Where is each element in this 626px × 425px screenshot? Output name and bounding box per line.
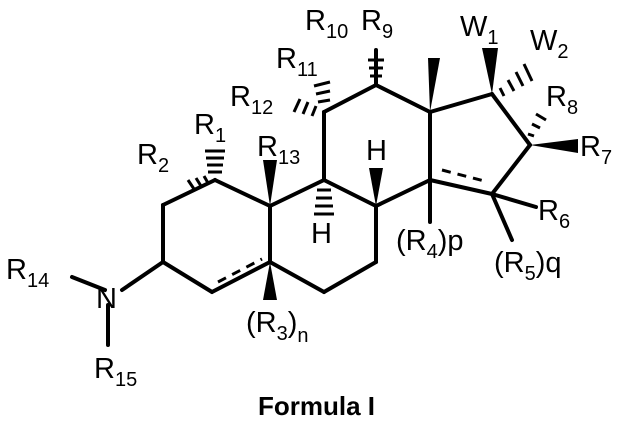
label-n: N [96,283,117,315]
substituent-bonds [72,50,536,345]
label-r2: R2 [137,139,169,177]
label-r8: R8 [546,81,578,119]
ring-a-bonds [163,180,270,292]
label-r9: R9 [361,5,393,43]
label-h-upper: H [366,135,387,167]
label-r11: R11 [276,43,318,81]
label-r14: R14 [6,254,49,292]
formula-caption: Formula I [258,391,375,421]
label-w2: W2 [530,25,569,63]
label-r13: R13 [257,131,300,169]
label-r6: R6 [538,195,570,233]
label-r10: R10 [305,5,348,43]
label-r15: R15 [94,353,137,391]
label-r7: R7 [580,131,612,169]
label-w1: W1 [460,11,499,49]
ring-d-bonds [430,94,530,194]
label-r5: (R5)q [494,247,562,285]
label-h-lower: H [311,218,332,250]
label-r1: R1 [194,109,226,147]
label-r3: (R3)n [246,307,309,347]
label-r12: R12 [230,81,273,119]
label-r4: (R4)p [396,225,464,263]
